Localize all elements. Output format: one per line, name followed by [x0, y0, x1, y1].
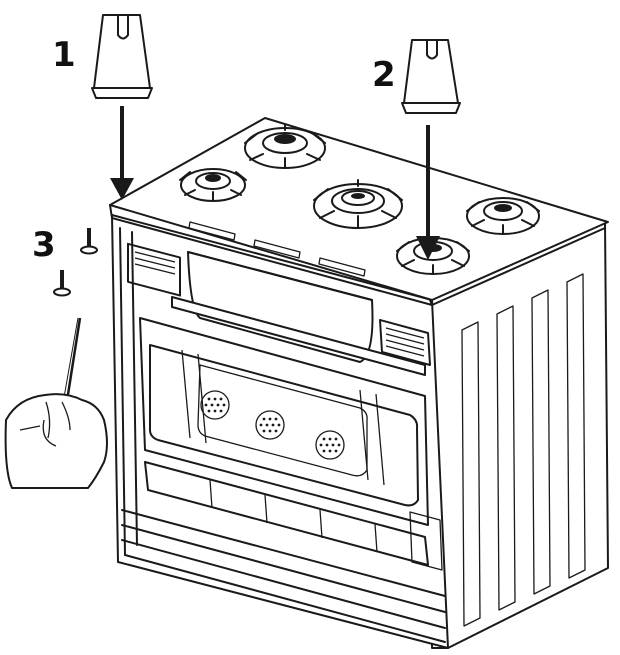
burner-right-back	[466, 197, 540, 235]
burner-center-wok	[313, 179, 403, 229]
step-number-3: 3	[32, 225, 56, 265]
down-arrow-icon	[110, 106, 440, 260]
rubber-foot-icon	[91, 14, 461, 114]
cooker-body	[109, 117, 609, 649]
burner-back-left	[179, 168, 247, 202]
vent-left	[127, 242, 181, 297]
burner-back-center	[244, 124, 326, 169]
step-number-1: 1	[52, 35, 76, 75]
fan-grid	[200, 390, 345, 460]
screw-icon	[53, 228, 98, 297]
side-ribs	[461, 273, 586, 627]
hand-screwdriver-icon	[4, 317, 108, 489]
step-number-2: 2	[372, 55, 396, 95]
vent-right	[379, 319, 431, 366]
